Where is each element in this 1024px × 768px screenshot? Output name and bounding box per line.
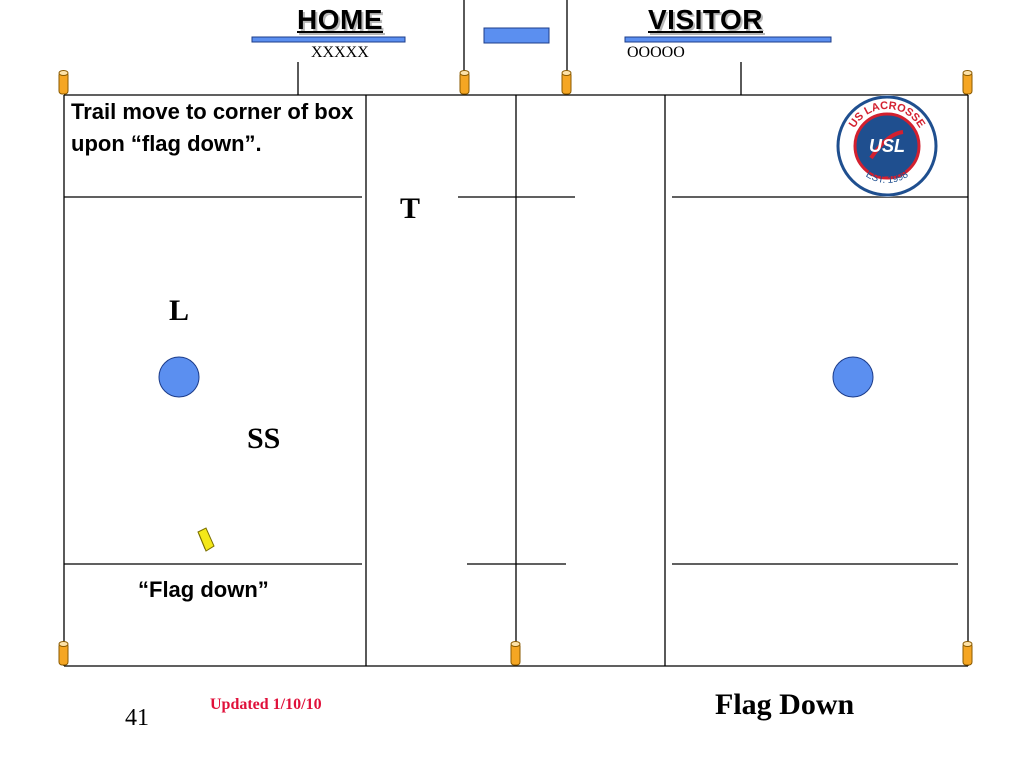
post-top-left (58, 70, 69, 95)
home-roster: XXXXX (311, 44, 369, 61)
post-top-center-right (561, 70, 572, 95)
post-bottom-left (58, 641, 69, 666)
visitor-roster: OOOOO (627, 44, 685, 61)
slide-number: 41 (125, 705, 149, 731)
slide-title: Flag Down (715, 688, 855, 721)
home-team-label: HOME (297, 4, 383, 35)
us-lacrosse-logo: US LACROSSE EST. 1998 USL (836, 95, 938, 197)
post-bottom-right (962, 641, 973, 666)
home-bench-bar (251, 36, 406, 43)
logo-center-text: USL (869, 136, 905, 156)
post-top-center-left (459, 70, 470, 95)
referee-trail: T (400, 192, 421, 225)
updated-date: Updated 1/10/10 (210, 696, 322, 713)
scorer-table-bar (483, 27, 550, 44)
goal-crease-right (832, 356, 874, 398)
penalty-flag-icon (197, 527, 215, 552)
visitor-bench-bar (624, 36, 832, 43)
goal-crease-left (158, 356, 200, 398)
instruction-note: Trail move to corner of box upon “flag d… (71, 99, 354, 156)
post-bottom-center (510, 641, 521, 666)
referee-lead: L (169, 294, 190, 327)
flag-down-call: “Flag down” (138, 577, 269, 602)
referee-single-side: SS (247, 422, 281, 455)
visitor-team-label: VISITOR (648, 4, 764, 35)
post-top-right (962, 70, 973, 95)
